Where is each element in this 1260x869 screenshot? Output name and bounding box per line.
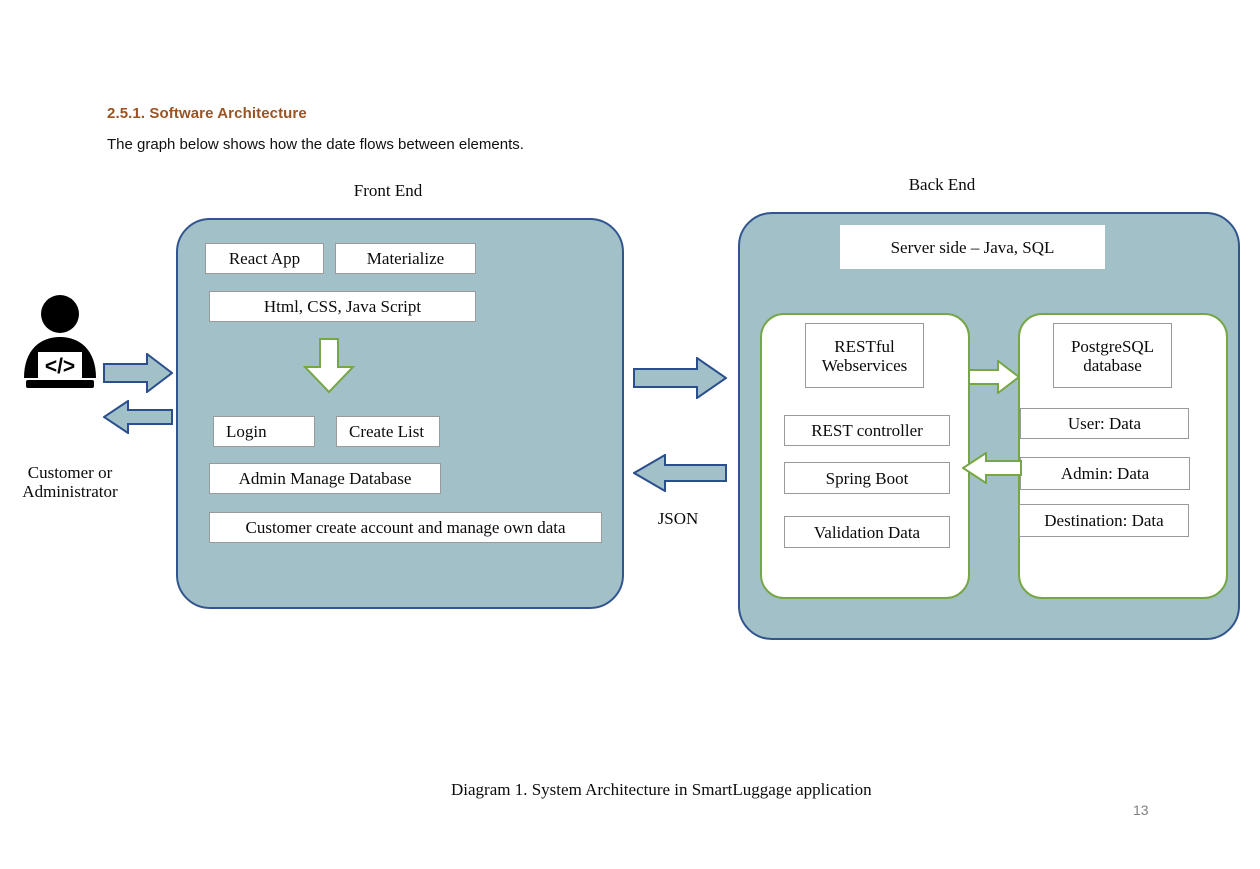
person-at-laptop-icon: </> (14, 294, 106, 390)
frontend-item-materialize[interactable]: Materialize (335, 243, 476, 274)
frontend-panel (176, 218, 624, 609)
arrow-frontend-to-user (103, 400, 173, 434)
frontend-item-login[interactable]: Login (213, 416, 315, 447)
backend-server-side-banner: Server side – Java, SQL (840, 225, 1105, 269)
arrow-frontend-to-backend (633, 357, 727, 399)
backend-item-spring-boot[interactable]: Spring Boot (784, 462, 950, 494)
section-heading: 2.5.1. Software Architecture (107, 105, 307, 122)
json-connector-label: JSON (657, 509, 699, 528)
backend-item-admin-data[interactable]: Admin: Data (1020, 457, 1190, 490)
arrow-database-to-services (962, 452, 1022, 484)
arrow-backend-to-frontend (633, 454, 727, 492)
frontend-item-admin-manage-database[interactable]: Admin Manage Database (209, 463, 441, 494)
frontend-item-customer-account[interactable]: Customer create account and manage own d… (209, 512, 602, 543)
svg-text:</>: </> (45, 355, 75, 378)
actor-label: Customer or Administrator (22, 463, 118, 501)
backend-item-postgresql-database[interactable]: PostgreSQL database (1053, 323, 1172, 388)
frontend-item-html-css-js[interactable]: Html, CSS, Java Script (209, 291, 476, 322)
backend-item-restful-webservices[interactable]: RESTful Webservices (805, 323, 924, 388)
backend-item-validation-data[interactable]: Validation Data (784, 516, 950, 548)
arrow-services-to-database (968, 360, 1020, 394)
page-number: 13 (1133, 802, 1149, 818)
arrow-user-to-frontend (103, 353, 173, 393)
frontend-item-create-list[interactable]: Create List (336, 416, 440, 447)
backend-label: Back End (908, 175, 976, 194)
frontend-label: Front End (353, 181, 423, 200)
backend-item-destination-data[interactable]: Destination: Data (1019, 504, 1189, 537)
backend-item-user-data[interactable]: User: Data (1020, 408, 1189, 439)
section-paragraph: The graph below shows how the date flows… (107, 136, 524, 153)
frontend-item-react-app[interactable]: React App (205, 243, 324, 274)
down-arrow-green-icon (303, 338, 355, 394)
backend-item-rest-controller[interactable]: REST controller (784, 415, 950, 446)
figure-caption: Diagram 1. System Architecture in SmartL… (451, 780, 872, 799)
